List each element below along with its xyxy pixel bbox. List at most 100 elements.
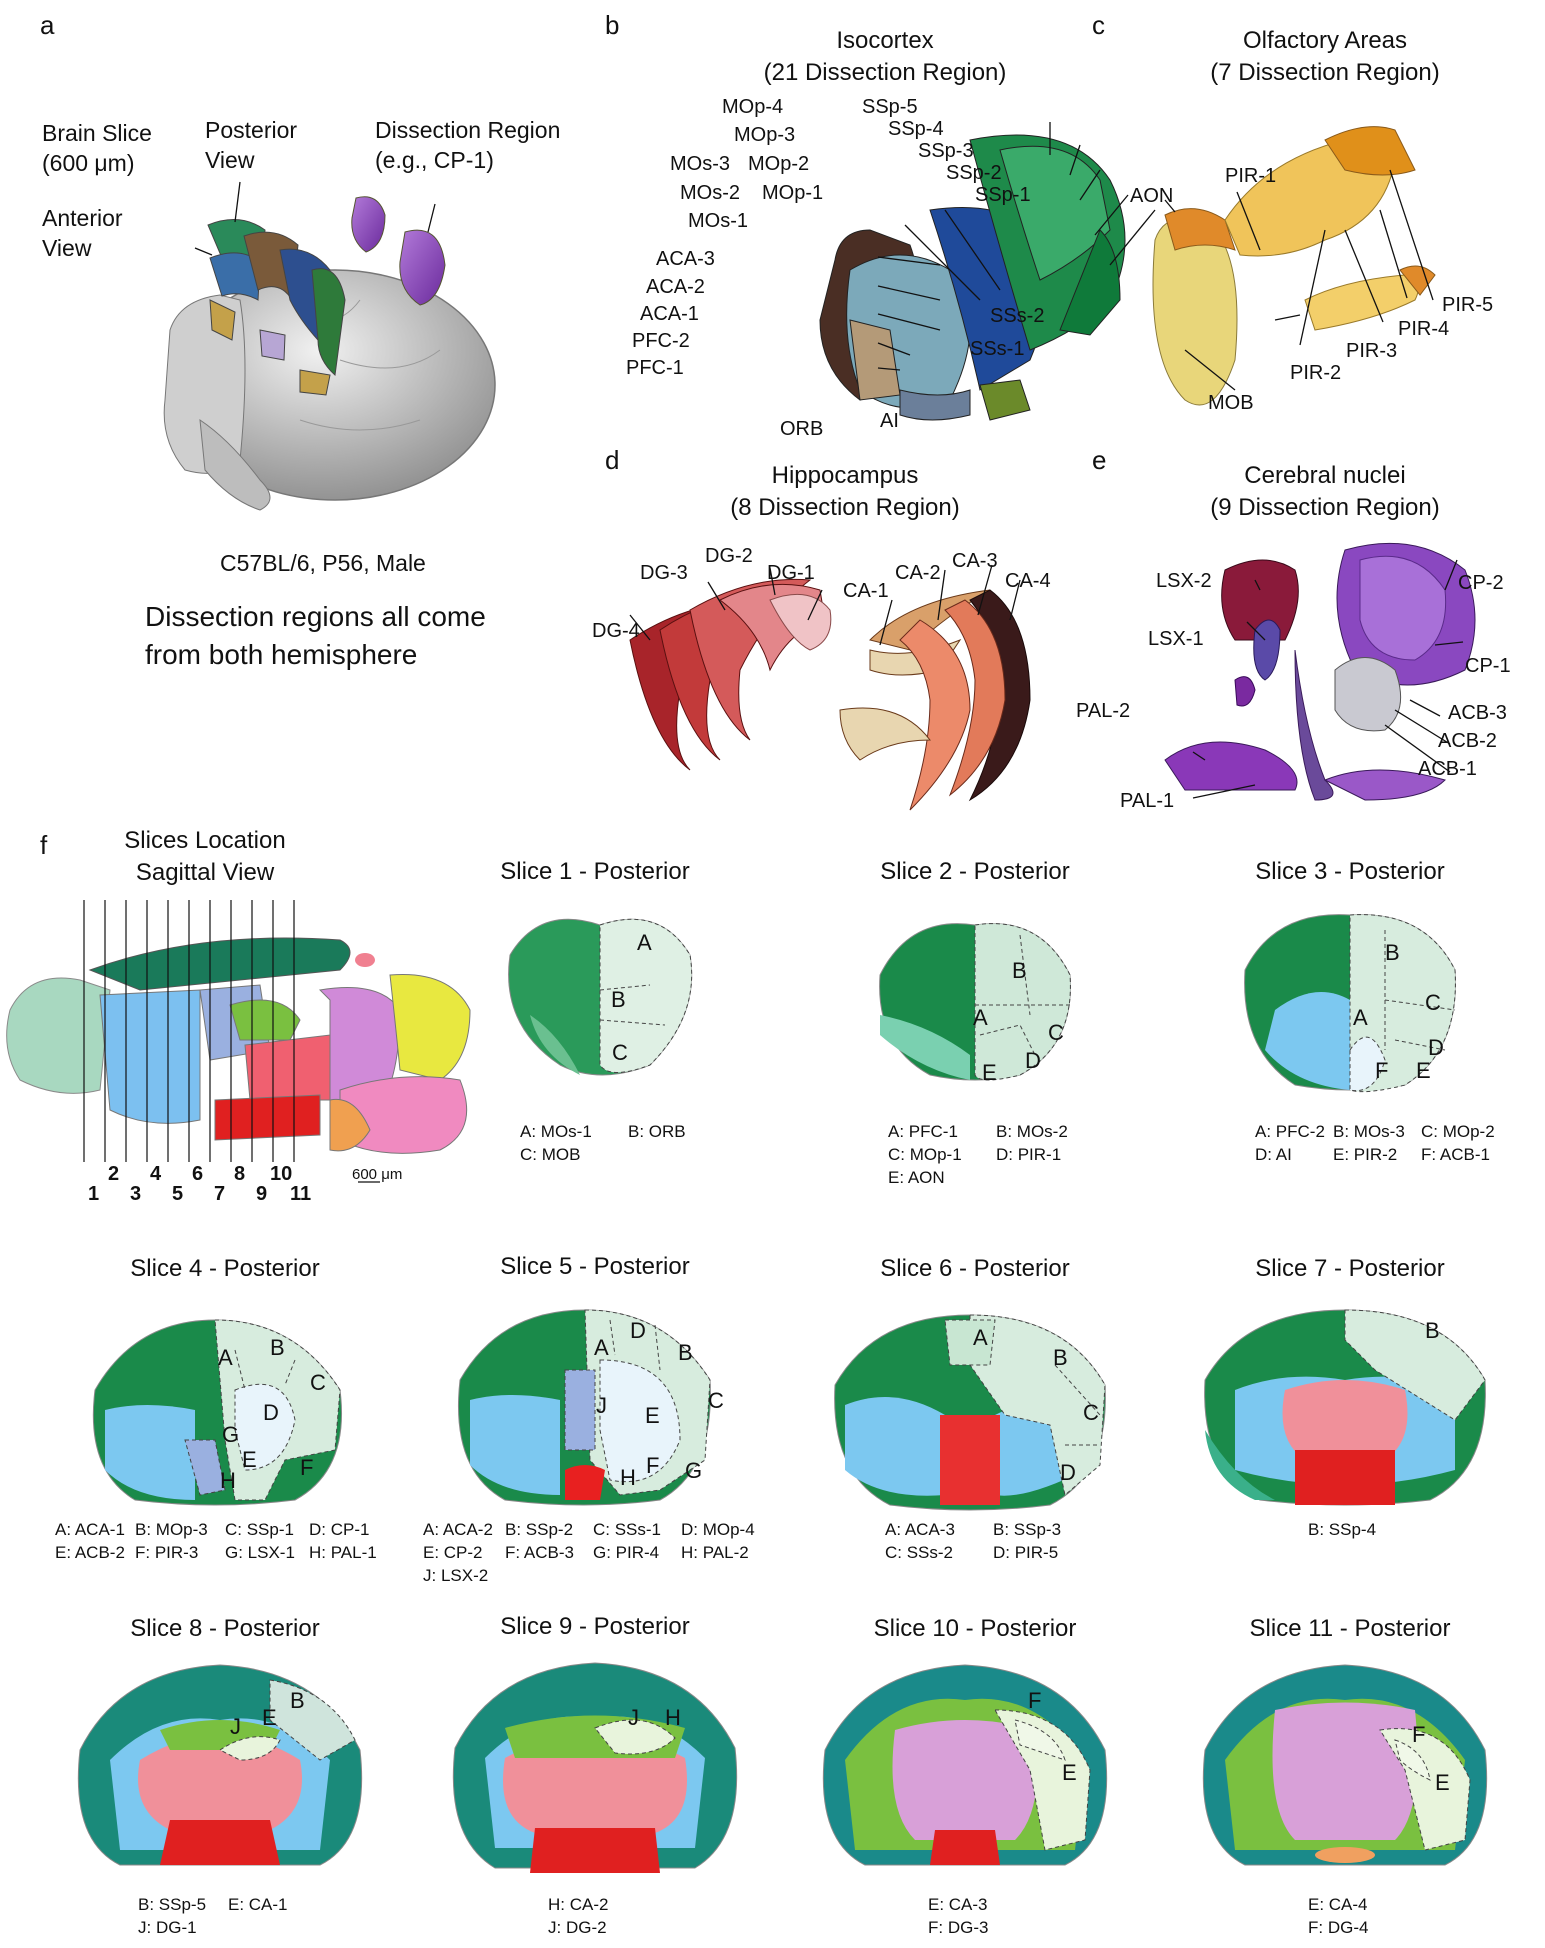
region-letter: B xyxy=(1425,1318,1440,1344)
hippocampus-label: CA-2 xyxy=(895,562,941,585)
region-letter: D xyxy=(263,1400,279,1426)
region-letter: A xyxy=(218,1345,233,1371)
panel-label-b: b xyxy=(605,10,619,41)
panel-label-e: e xyxy=(1092,445,1106,476)
region-letter: H xyxy=(220,1468,236,1494)
hippocampus-label: CA-1 xyxy=(843,580,889,603)
slice-title: Slice 3 - Posterior xyxy=(1160,858,1540,886)
isocortex-label: SSp-5 xyxy=(862,96,918,119)
region-letter: C xyxy=(1048,1020,1064,1046)
hippocampus-label: DG-4 xyxy=(592,620,640,643)
olfactory-label: PIR-5 xyxy=(1442,294,1493,317)
isocortex-label: SSp-4 xyxy=(888,118,944,141)
panel-label-d: d xyxy=(605,445,619,476)
region-letter: B xyxy=(1385,940,1400,966)
olfactory-label: PIR-1 xyxy=(1225,165,1276,188)
slice-number: 1 xyxy=(88,1183,99,1206)
hippocampus-label: DG-3 xyxy=(640,562,688,585)
sagittal-title: Slices LocationSagittal View xyxy=(95,825,315,889)
slice-title: Slice 9 - Posterior xyxy=(405,1613,785,1641)
cerebral-nuclei-label: ACB-3 xyxy=(1448,702,1507,725)
region-letter: E xyxy=(645,1403,660,1429)
isocortex-label: SSp-2 xyxy=(946,162,1002,185)
region-letter: J xyxy=(596,1393,607,1419)
region-letter: B xyxy=(270,1335,285,1361)
isocortex-label: AI xyxy=(880,410,899,433)
region-letter: G xyxy=(685,1458,702,1484)
slice-caption: E: CA-3 F: DG-3 xyxy=(928,1893,1036,1939)
olfactory-label: PIR-2 xyxy=(1290,362,1341,385)
slice-title: Slice 8 - Posterior xyxy=(35,1615,415,1643)
region-letter: E xyxy=(262,1705,277,1731)
region-letter: C xyxy=(1083,1400,1099,1426)
isocortex-label: MOp-1 xyxy=(762,182,823,205)
slice-section-image xyxy=(500,905,700,1085)
slice-number: 6 xyxy=(192,1163,203,1186)
region-letter: B xyxy=(678,1340,693,1366)
slice-caption: B: SSp-4 xyxy=(1308,1518,1416,1541)
region-letter: E xyxy=(1062,1760,1077,1786)
region-letter: F xyxy=(1375,1058,1388,1084)
hippocampus-label: DG-2 xyxy=(705,545,753,568)
isocortex-label: PFC-1 xyxy=(626,357,684,380)
slice-number: 2 xyxy=(108,1163,119,1186)
slice-number: 3 xyxy=(130,1183,141,1206)
region-letter: A xyxy=(1353,1005,1368,1031)
region-letter: A xyxy=(594,1335,609,1361)
whole-brain-illustration xyxy=(0,0,560,560)
region-letter: F xyxy=(300,1455,313,1481)
olfactory-label: AON xyxy=(1130,185,1173,208)
olfactory-label: PIR-4 xyxy=(1398,318,1449,341)
slice-number: 9 xyxy=(256,1183,267,1206)
strain-label: C57BL/6, P56, Male xyxy=(220,550,426,577)
region-letter: D xyxy=(1025,1048,1041,1074)
cerebral-nuclei-label: ACB-2 xyxy=(1438,730,1497,753)
cerebral-nuclei-label: CP-2 xyxy=(1458,572,1504,595)
cerebral-nuclei-label: PAL-2 xyxy=(1076,700,1130,723)
region-letter: C xyxy=(310,1370,326,1396)
slice-title: Slice 7 - Posterior xyxy=(1160,1255,1540,1283)
region-letter: E xyxy=(1416,1058,1431,1084)
isocortex-label: MOp-2 xyxy=(748,153,809,176)
region-letter: A xyxy=(637,930,652,956)
region-letter: B xyxy=(611,987,626,1013)
region-letter: C xyxy=(612,1040,628,1066)
slice-title: Slice 1 - Posterior xyxy=(405,858,785,886)
region-letter: H xyxy=(620,1465,636,1491)
slice-number: 4 xyxy=(150,1163,161,1186)
panel-c-title: Olfactory Areas(7 Dissection Region) xyxy=(1185,25,1465,89)
region-letter: J xyxy=(628,1705,639,1731)
panel-e-title: Cerebral nuclei(9 Dissection Region) xyxy=(1185,460,1465,524)
isocortex-label: SSp-1 xyxy=(975,184,1031,207)
slice-section-image xyxy=(450,1300,720,1510)
cerebral-nuclei-label: LSX-2 xyxy=(1156,570,1212,593)
region-letter: E xyxy=(242,1447,257,1473)
region-letter: F xyxy=(646,1453,659,1479)
slice-caption: B: SSp-5E: CA-1 J: DG-1 xyxy=(138,1893,336,1939)
slice-caption: A: ACA-1B: MOp-3C: SSp-1D: CP-1 E: ACB-2… xyxy=(55,1518,379,1564)
region-letter: A xyxy=(973,1005,988,1031)
region-letter: D xyxy=(630,1318,646,1344)
isocortex-label: MOp-3 xyxy=(734,124,795,147)
slice-caption: A: ACA-3B: SSp-3 C: SSs-2D: PIR-5 xyxy=(885,1518,1101,1564)
slice-caption: A: ACA-2B: SSp-2C: SSs-1D: MOp-4 E: CP-2… xyxy=(423,1518,755,1587)
region-letter: C xyxy=(708,1388,724,1414)
slice-section-image xyxy=(445,1648,745,1878)
region-letter: H xyxy=(665,1705,681,1731)
isocortex-label: MOs-2 xyxy=(680,182,740,205)
isocortex-label: MOs-1 xyxy=(688,210,748,233)
slice-number: 7 xyxy=(214,1183,225,1206)
slice-section-image xyxy=(70,1650,370,1870)
olfactory-label: PIR-3 xyxy=(1346,340,1397,363)
slice-title: Slice 10 - Posterior xyxy=(785,1615,1165,1643)
region-letter: F xyxy=(1028,1688,1041,1714)
scale-bar-label: 600 μm xyxy=(352,1166,402,1183)
isocortex-label: MOs-3 xyxy=(670,153,730,176)
panel-d-title: Hippocampus(8 Dissection Region) xyxy=(700,460,990,524)
cerebral-nuclei-label: LSX-1 xyxy=(1148,628,1204,651)
region-letter: E xyxy=(982,1060,997,1086)
slice-number: 5 xyxy=(172,1183,183,1206)
